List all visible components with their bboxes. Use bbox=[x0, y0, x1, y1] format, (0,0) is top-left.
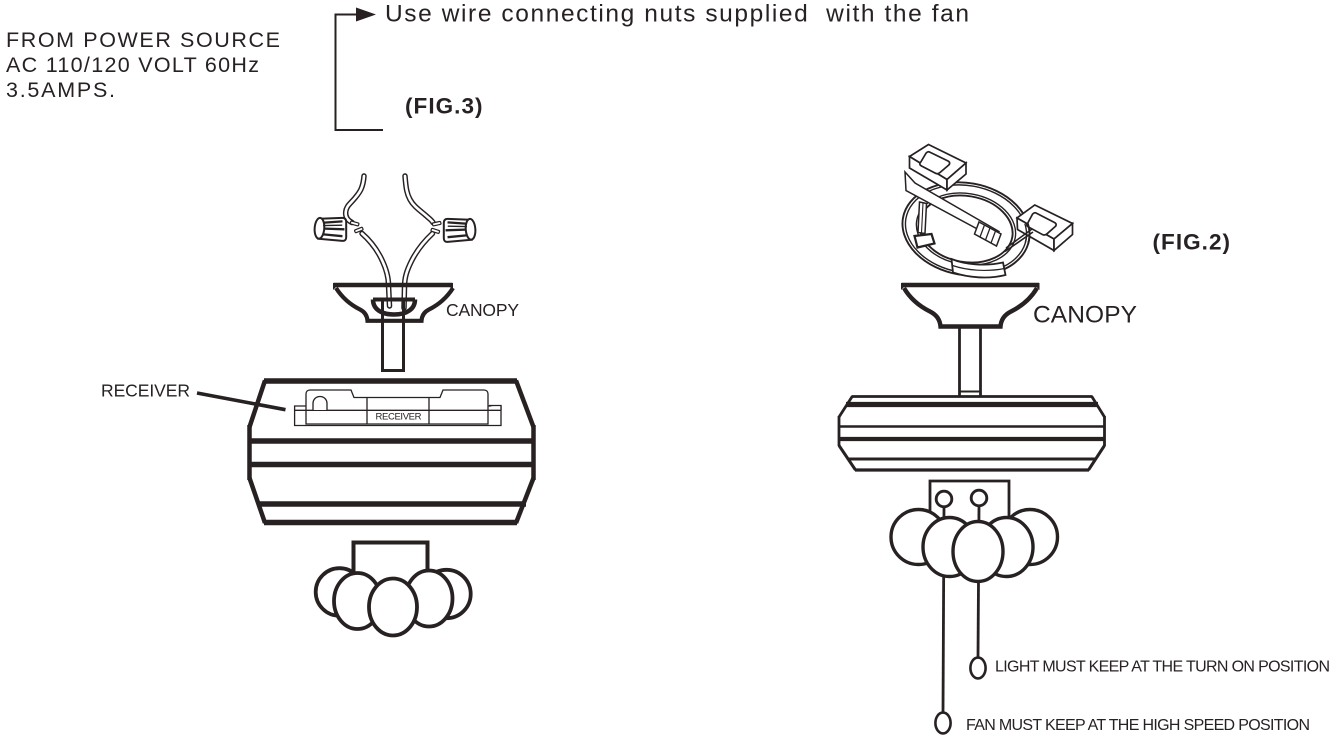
svg-text:FROM POWER SOURCE: FROM POWER SOURCE bbox=[6, 28, 280, 52]
svg-text:FAN MUST KEEP AT THE HIGH SPEE: FAN MUST KEEP AT THE HIGH SPEED POSITION bbox=[966, 717, 1310, 734]
svg-text:(FIG.2): (FIG.2) bbox=[1153, 230, 1231, 255]
svg-text:RECEIVER: RECEIVER bbox=[376, 412, 422, 423]
svg-text:CANOPY: CANOPY bbox=[1033, 302, 1137, 329]
svg-text:LIGHT MUST KEEP AT THE TURN ON: LIGHT MUST KEEP AT THE TURN ON POSITION bbox=[995, 659, 1330, 676]
svg-text:AC 110/120 VOLT 60Hz: AC 110/120 VOLT 60Hz bbox=[6, 53, 259, 77]
svg-text:Use wire connecting nuts suppl: Use wire connecting nuts supplied with t… bbox=[385, 1, 969, 28]
svg-text:3.5AMPS.: 3.5AMPS. bbox=[6, 78, 115, 102]
svg-text:(FIG.3): (FIG.3) bbox=[405, 94, 483, 119]
svg-text:RECEIVER: RECEIVER bbox=[101, 381, 190, 401]
svg-text:CANOPY: CANOPY bbox=[446, 300, 519, 320]
